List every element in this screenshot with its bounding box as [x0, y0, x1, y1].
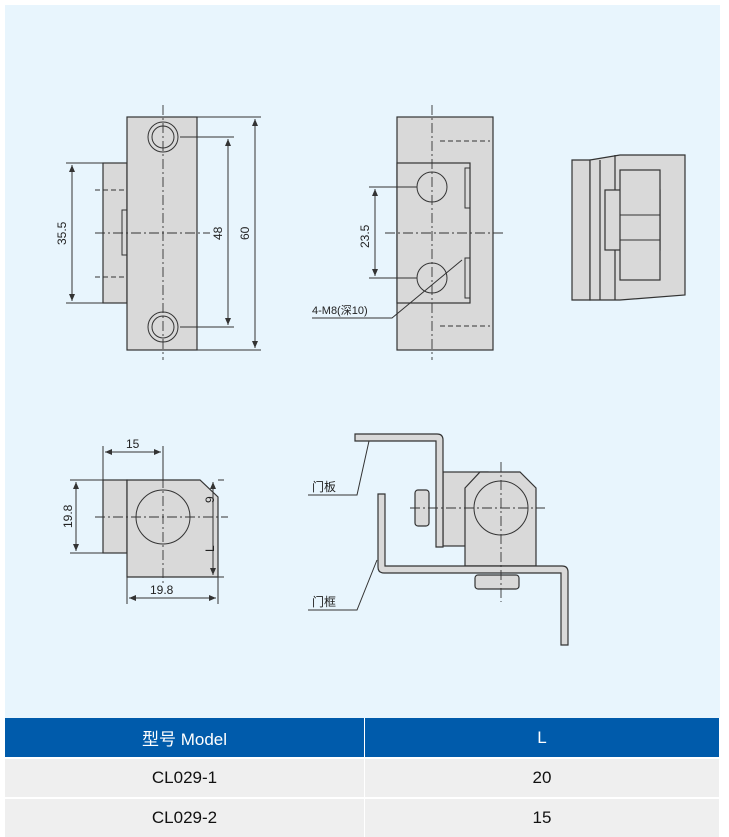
top-view: 15 19.8 9 L 19.8 — [61, 437, 228, 604]
model-table: 型号 Model L CL029-1 20 CL029-2 15 — [5, 718, 720, 837]
side-view: 23.5 4-M8(深10) — [312, 105, 505, 360]
installation-view: 门板 门框 — [308, 433, 569, 646]
thread-callout: 4-M8(深10) — [312, 304, 368, 317]
table-header-row: 型号 Model L — [5, 718, 720, 758]
dim-L: L — [203, 545, 217, 552]
door-frame-label: 门框 — [312, 594, 336, 609]
table-row: CL029-1 20 — [5, 757, 720, 798]
cell-L: 20 — [364, 757, 720, 798]
cell-L: 15 — [364, 797, 720, 837]
front-view: 35.5 48 60 — [55, 105, 261, 360]
door-panel-label: 门板 — [312, 479, 336, 494]
dim-15: 15 — [126, 437, 140, 451]
technical-drawing: 35.5 48 60 23.5 4-M8(深10) 15 — [5, 5, 720, 718]
isometric-view — [571, 154, 686, 301]
cell-model: CL029-2 — [5, 797, 365, 837]
dim-48: 48 — [211, 226, 225, 240]
table-row: CL029-2 15 — [5, 797, 720, 837]
dim-19-8-vertical: 19.8 — [61, 504, 75, 528]
dim-60: 60 — [238, 226, 252, 240]
dim-35-5: 35.5 — [55, 221, 69, 245]
cell-model: CL029-1 — [5, 757, 365, 798]
header-model: 型号 Model — [5, 718, 365, 758]
dim-9: 9 — [203, 496, 217, 503]
dim-23-5: 23.5 — [358, 224, 372, 248]
header-L: L — [364, 718, 720, 758]
dim-19-8-horizontal: 19.8 — [150, 583, 174, 597]
